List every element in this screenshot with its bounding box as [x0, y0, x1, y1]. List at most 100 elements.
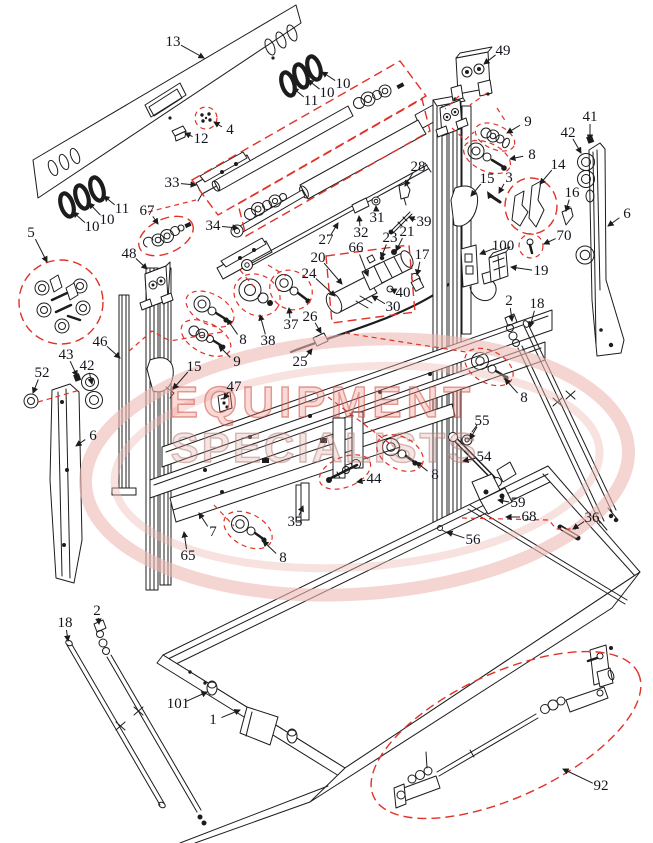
part-label-42: 42	[561, 125, 576, 141]
grommet-rings-right	[279, 54, 323, 98]
bolt-kit-70	[526, 238, 534, 255]
part-label-10: 10	[336, 76, 351, 92]
leader-line-59	[497, 497, 510, 505]
highlight-9-top	[474, 122, 516, 152]
latch-hooks	[511, 180, 574, 228]
leader-line-11	[103, 195, 116, 206]
part-label-67: 67	[140, 203, 156, 219]
leader-line-40	[390, 288, 398, 295]
roller-kit-8-top	[467, 142, 507, 171]
part-label-47: 47	[227, 379, 243, 395]
leader-line-55	[469, 426, 478, 440]
part-label-4: 4	[226, 122, 234, 138]
part-label-26: 26	[303, 309, 319, 325]
part-label-18: 18	[530, 296, 545, 312]
part-label-8: 8	[239, 332, 247, 348]
leader-line-18	[64, 629, 71, 642]
part-label-38: 38	[261, 333, 276, 349]
leader-line-32	[356, 215, 363, 227]
highlight-8-right	[464, 347, 514, 387]
piston-rod	[241, 162, 432, 271]
part-label-3: 3	[505, 170, 513, 186]
part-label-36: 36	[585, 510, 601, 526]
part-label-55: 55	[475, 413, 490, 429]
side-plate-right	[575, 135, 625, 357]
watermark-swoosh-outer	[79, 332, 635, 602]
part-label-46: 46	[93, 334, 109, 350]
part-label-34: 34	[206, 218, 222, 234]
part-label-100: 100	[492, 238, 515, 254]
leader-line-12	[184, 132, 193, 139]
leader-line-47	[223, 392, 230, 400]
leader-line-10	[72, 211, 86, 224]
leader-line-33	[180, 181, 197, 188]
seal-kit-box-upper	[190, 60, 428, 216]
part-label-25: 25	[293, 354, 308, 370]
part-label-18: 18	[58, 615, 73, 631]
part-label-9: 9	[524, 114, 532, 130]
highlight-4	[194, 106, 218, 130]
part-label-1: 1	[209, 712, 217, 728]
roller-kit-9-top	[480, 127, 510, 149]
watermark: EQUIPMENT SPECIALISTS	[79, 332, 635, 602]
leader-line-19	[510, 264, 533, 272]
leader-line-52	[31, 379, 39, 394]
watermark-line2: SPECIALISTS	[171, 424, 479, 471]
part-label-35: 35	[288, 514, 303, 530]
part-label-66: 66	[349, 240, 365, 256]
highlight-37	[269, 269, 313, 311]
leader-line-6	[607, 217, 620, 227]
leader-line-15	[470, 183, 482, 197]
leader-line-44	[356, 477, 366, 484]
power-unit	[325, 249, 425, 314]
part-label-15: 15	[480, 171, 495, 187]
part-label-8: 8	[279, 550, 287, 566]
roller-kit-8-mid	[193, 295, 229, 323]
power-unit-box	[325, 244, 416, 324]
part-label-11: 11	[304, 93, 318, 109]
guide-channel-left	[111, 294, 137, 496]
rods-left	[65, 619, 207, 826]
leader-line-67	[152, 216, 159, 225]
part-label-7: 7	[209, 524, 217, 540]
leader-line-48	[135, 258, 148, 270]
highlight-38	[233, 273, 281, 317]
latch-pin	[487, 191, 502, 204]
part-label-9: 9	[233, 354, 241, 370]
leader-line-70	[543, 238, 556, 245]
leader-line-10	[307, 79, 320, 90]
leader-line-20	[323, 262, 343, 285]
part-label-59: 59	[511, 495, 526, 511]
leader-line-16	[564, 199, 571, 212]
leader-line-21	[395, 237, 403, 252]
part-label-42: 42	[80, 358, 95, 374]
leader-line-9	[218, 345, 231, 358]
part-label-17: 17	[415, 247, 431, 263]
part-label-8: 8	[520, 390, 528, 406]
leader-line-42	[572, 138, 582, 154]
part-label-28: 28	[411, 159, 426, 175]
part-label-32: 32	[354, 225, 369, 241]
leader-line-28	[404, 172, 414, 187]
leader-line-54	[462, 456, 476, 463]
highlight-67	[138, 215, 194, 257]
leader-line-2	[508, 307, 515, 322]
part-label-21: 21	[400, 224, 415, 240]
roller-kit-67	[143, 221, 192, 248]
leader-line-13	[180, 44, 205, 59]
control-box	[488, 246, 511, 283]
pivot-pin-kit	[393, 644, 615, 809]
part-label-10: 10	[85, 219, 100, 235]
highlight-44	[318, 454, 372, 490]
leader-line-34	[221, 224, 239, 231]
leader-line-8	[509, 154, 524, 162]
part-label-16: 16	[565, 185, 581, 201]
leader-line-11	[292, 87, 305, 98]
part-label-52: 52	[35, 365, 50, 381]
part-label-13: 13	[166, 34, 181, 50]
leader-line-100	[479, 247, 495, 256]
part-label-15: 15	[187, 359, 202, 375]
part-label-37: 37	[284, 317, 300, 333]
highlight-8-mid	[185, 290, 235, 328]
